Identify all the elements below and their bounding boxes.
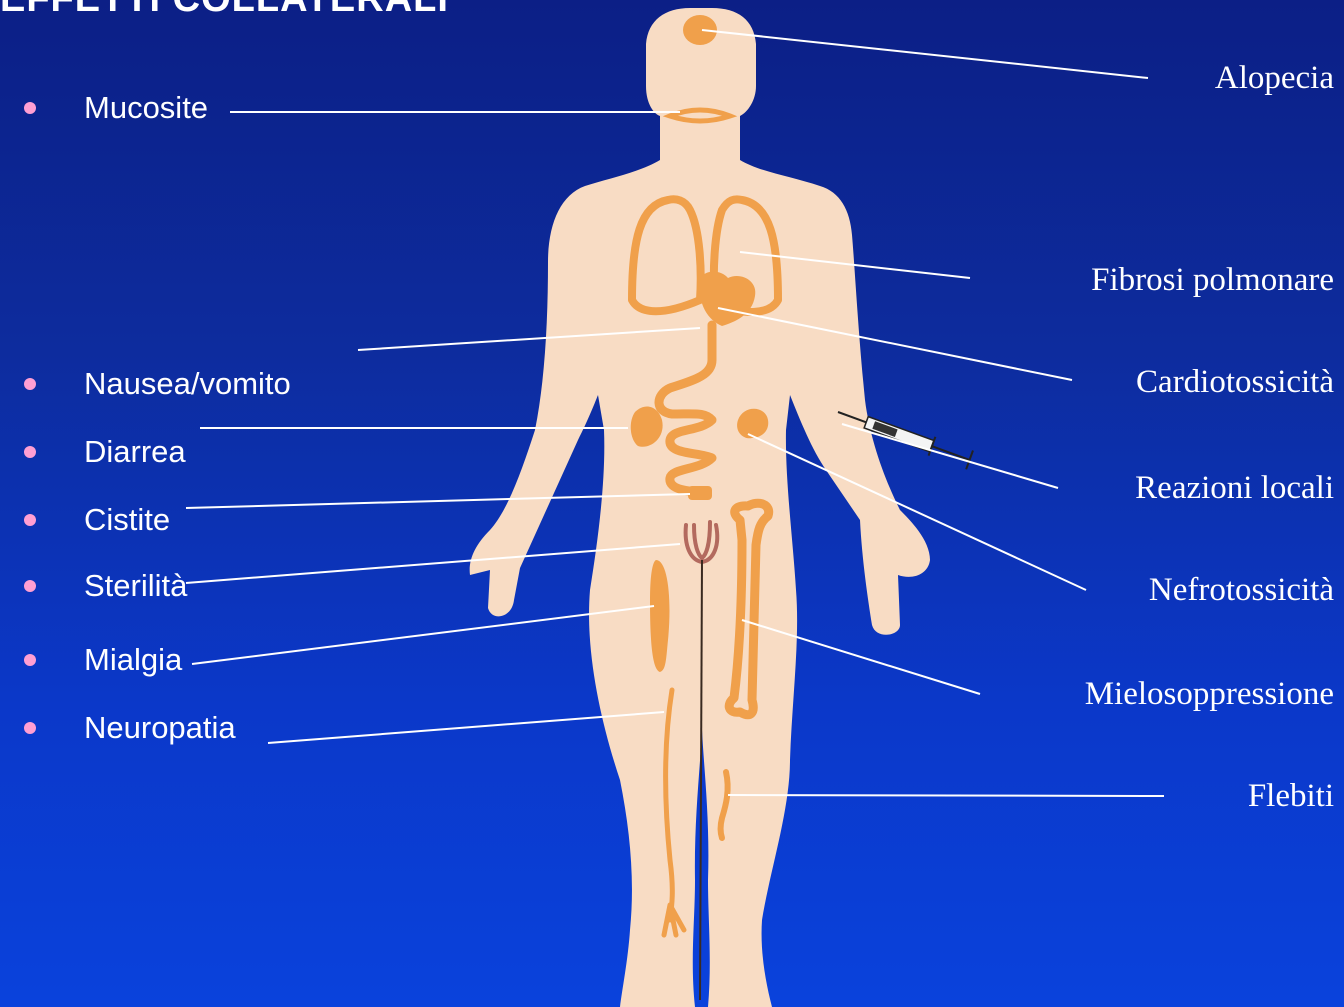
label-mucosite: Mucosite xyxy=(84,90,208,126)
label-nefrotossicita: Nefrotossicità xyxy=(1149,572,1334,609)
label-reazioni-locali: Reazioni locali xyxy=(1135,470,1334,507)
label-cistite: Cistite xyxy=(84,502,170,538)
bullet xyxy=(24,580,36,592)
bullet xyxy=(24,446,36,458)
bullet xyxy=(24,654,36,666)
rectum xyxy=(688,486,712,500)
bullet xyxy=(24,514,36,526)
label-mielosoppressione: Mielosoppressione xyxy=(1085,676,1334,713)
label-diarrea: Diarrea xyxy=(84,434,186,470)
scalp-spot xyxy=(683,15,717,45)
label-neuropatia: Neuropatia xyxy=(84,710,236,746)
label-cardiotossicita: Cardiotossicità xyxy=(1136,364,1334,401)
bullet xyxy=(24,722,36,734)
label-fibrosi-polmonare: Fibrosi polmonare xyxy=(1091,262,1334,299)
label-flebiti: Flebiti xyxy=(1248,778,1334,815)
label-mialgia: Mialgia xyxy=(84,642,182,678)
label-alopecia: Alopecia xyxy=(1215,60,1334,97)
label-nausea: Nausea/vomito xyxy=(84,366,291,402)
bullet xyxy=(24,378,36,390)
bullet xyxy=(24,102,36,114)
label-sterilita: Sterilità xyxy=(84,568,187,604)
